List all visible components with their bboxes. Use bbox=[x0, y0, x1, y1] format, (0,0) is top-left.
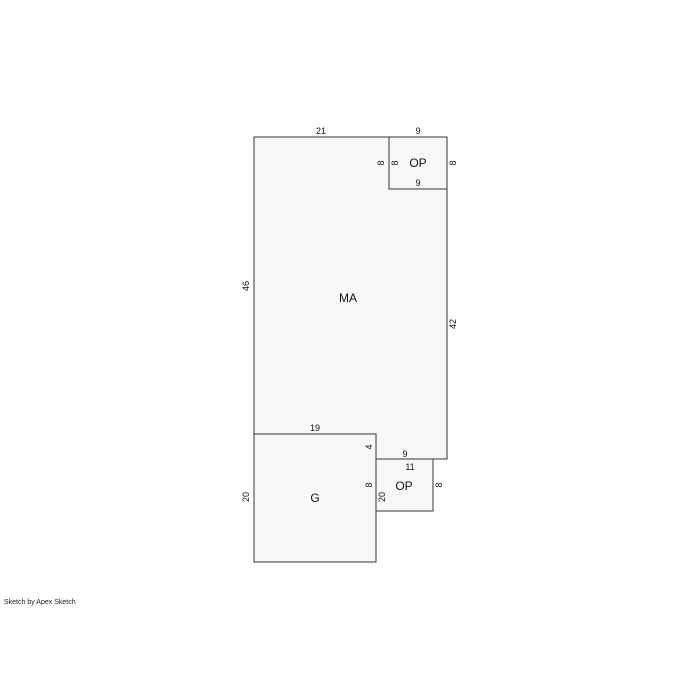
dim-op-top-bottom: 9 bbox=[415, 178, 420, 188]
dim-op-bottom-top-inner: 11 bbox=[405, 462, 414, 472]
dim-op-bottom-right: 8 bbox=[434, 482, 444, 487]
area-label-op-bottom: OP bbox=[395, 479, 412, 493]
area-garage[interactable] bbox=[253, 433, 377, 563]
area-label-garage: G bbox=[310, 491, 319, 505]
dim-op-bottom-top-outer: 9 bbox=[402, 449, 407, 459]
dim-op-top-top: 9 bbox=[415, 126, 420, 136]
area-ma[interactable] bbox=[253, 136, 448, 460]
area-op-bottom[interactable] bbox=[375, 458, 434, 512]
dim-ma-right: 42 bbox=[448, 319, 458, 329]
dim-ma-top: 21 bbox=[316, 126, 326, 136]
dim-ma-left: 46 bbox=[241, 281, 251, 291]
dim-garage-right-lower: 8 bbox=[364, 482, 374, 487]
dim-garage-right-upper: 4 bbox=[364, 444, 374, 449]
area-label-op-top: OP bbox=[409, 156, 426, 170]
area-op-top[interactable] bbox=[388, 136, 448, 190]
dim-op-top-right: 8 bbox=[448, 160, 458, 165]
dim-op-top-left-outer: 8 bbox=[376, 160, 386, 165]
area-label-ma: MA bbox=[339, 291, 357, 305]
dim-op-bottom-left: 20 bbox=[377, 492, 387, 502]
sketch-credit: Sketch by Apex Sketch bbox=[4, 599, 76, 606]
dim-garage-left: 20 bbox=[241, 492, 251, 502]
dim-garage-top: 19 bbox=[310, 423, 320, 433]
dim-op-top-left-inner: 8 bbox=[390, 160, 400, 165]
